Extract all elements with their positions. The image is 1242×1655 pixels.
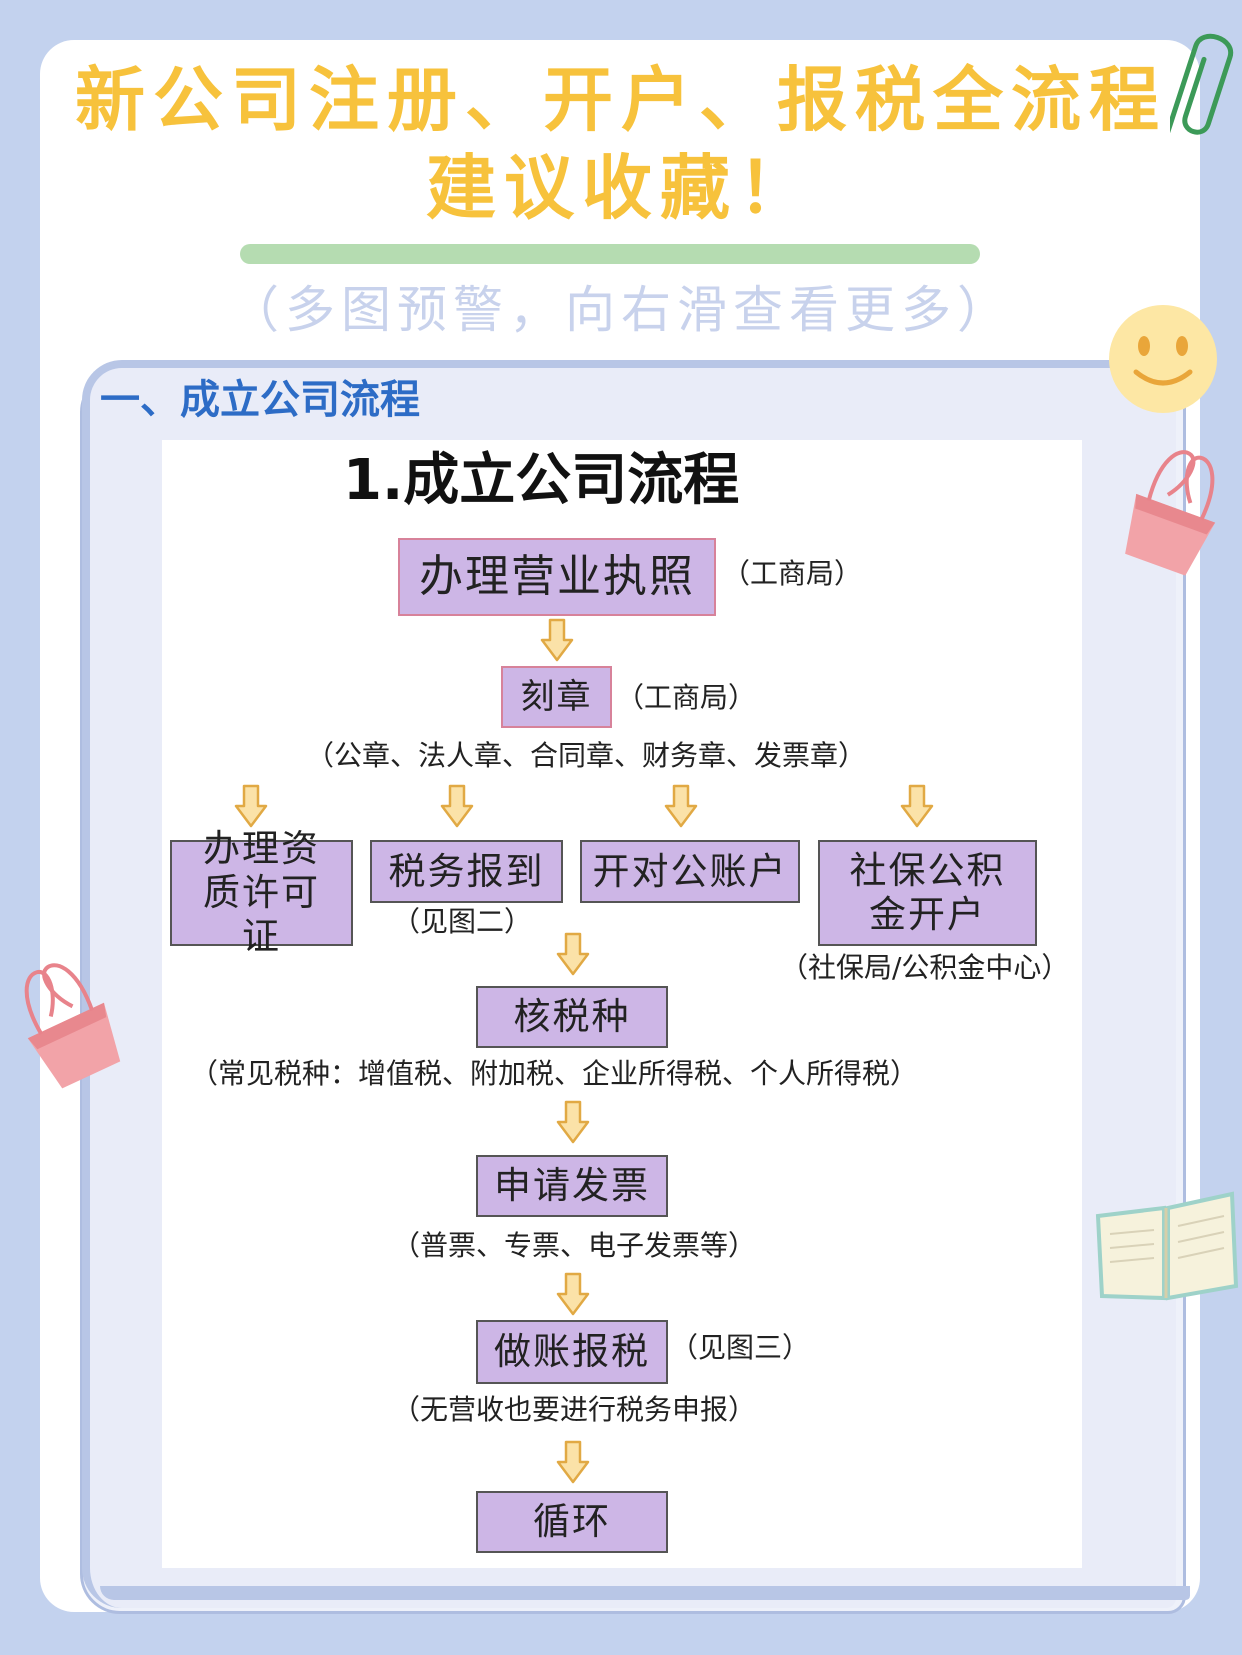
note-social-agency: （社保局/公积金中心） (780, 951, 1070, 984)
node-qualification: 办理资质许可证 (170, 827, 353, 958)
note-license-agency: （工商局） (722, 557, 863, 590)
arrow-down-icon (556, 1272, 590, 1316)
paperclip-icon (1170, 33, 1234, 135)
arrow-down-icon (556, 932, 590, 976)
arrow-down-icon (664, 784, 698, 828)
page-title-line1: 新公司注册、开户、报税全流程 (75, 59, 1167, 141)
note-seal-agency: （工商局） (616, 681, 757, 714)
node-invoice: 申请发票 (476, 1155, 668, 1217)
node-seal: 刻章 (501, 666, 612, 728)
binder-clip-icon (1125, 450, 1216, 576)
node-business-license: 办理营业执照 (398, 538, 716, 616)
arrow-down-icon (234, 784, 268, 828)
node-social-security: 社保公积金开户 (818, 840, 1037, 946)
accent-bar (240, 244, 980, 264)
note-invoice-types: （普票、专票、电子发票等） (392, 1229, 757, 1262)
arrow-down-icon (440, 784, 474, 828)
node-bank-account: 开对公账户 (580, 840, 800, 903)
node-tax-registration: 税务报到 (370, 840, 563, 903)
flowchart-title: 1.成立公司流程 (343, 448, 740, 513)
arrow-down-icon (900, 784, 934, 828)
panel-bottom-edge (100, 1586, 1190, 1600)
arrow-down-icon (556, 1440, 590, 1484)
node-bookkeeping: 做账报税 (476, 1320, 668, 1384)
note-tax-registration-ref: （见图二） (392, 905, 533, 938)
open-book-icon (1095, 1191, 1239, 1301)
arrow-down-icon (540, 618, 574, 662)
note-bookkeeping-ref: （见图三） (670, 1331, 811, 1364)
page-subtitle: （多图预警，向右滑查看更多） (229, 281, 1013, 339)
node-tax-type: 核税种 (476, 986, 668, 1048)
page-title-line2: 建议收藏！ (426, 147, 816, 229)
note-common-taxes: （常见税种：增值税、附加税、企业所得税、个人所得税） (190, 1057, 919, 1090)
note-seal-types: （公章、法人章、合同章、财务章、发票章） (306, 739, 867, 772)
section-heading: 一、成立公司流程 (100, 377, 420, 423)
note-zero-report: （无营收也要进行税务申报） (392, 1393, 757, 1426)
node-cycle: 循环 (476, 1491, 668, 1553)
binder-clip-icon (24, 963, 121, 1089)
smiley-icon (1109, 305, 1217, 413)
arrow-down-icon (556, 1100, 590, 1144)
